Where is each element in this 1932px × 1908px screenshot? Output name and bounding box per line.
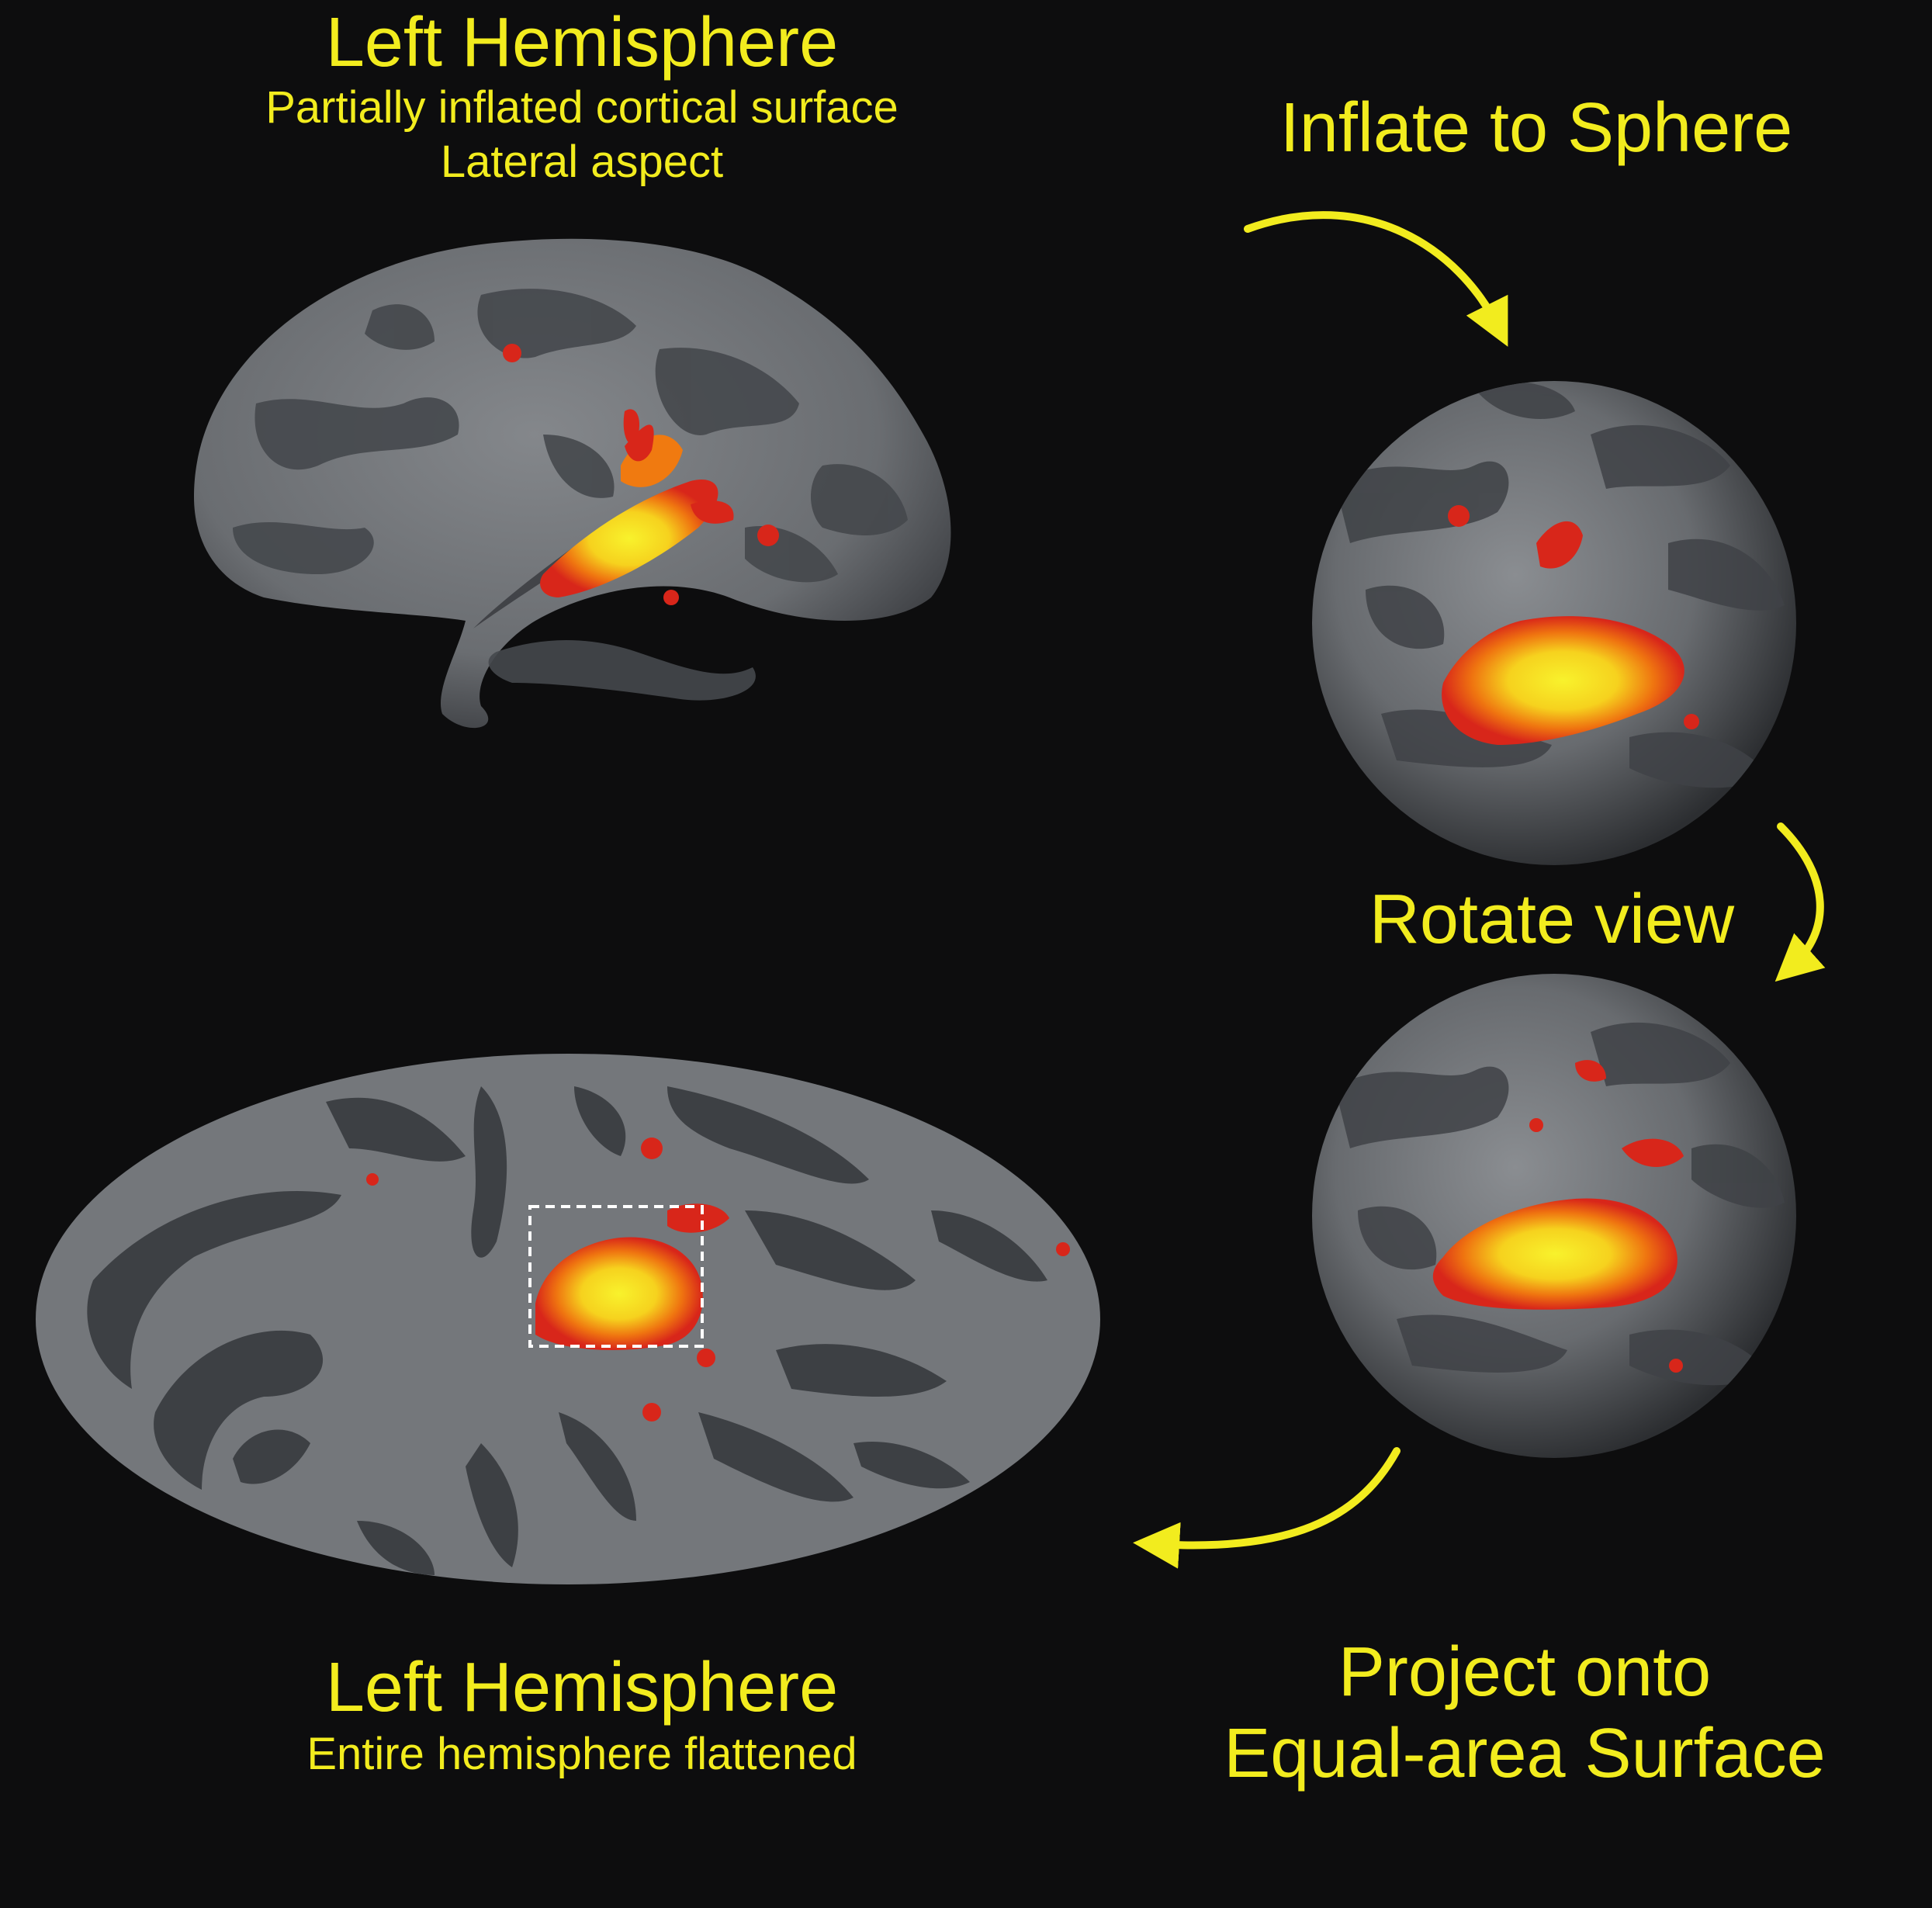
step-project-label-1: Project onto [1338,1633,1712,1711]
bottom-left-subtitle: Entire hemisphere flattened [306,1729,857,1779]
top-left-title: Left Hemisphere [325,4,839,81]
curved-arrow-icon [1774,822,1826,982]
curved-arrow-icon [1244,211,1508,347]
inflated-hemisphere [194,238,951,729]
top-left-subtitle-1: Partially inflated cortical surface [265,82,898,133]
roi-dashed-box [528,1205,704,1348]
sphere-rotated [1312,974,1796,1458]
bottom-left-title: Left Hemisphere [325,1649,839,1726]
flattened-hemisphere [36,1054,1100,1584]
sphere-inflated [1312,381,1796,865]
top-left-subtitle-2: Lateral aspect [440,137,724,187]
step-project-label-2: Equal-area Surface [1224,1715,1826,1792]
step-inflate-label: Inflate to Sphere [1279,89,1793,167]
step-rotate-label: Rotate view [1369,881,1735,958]
curved-arrow-icon [1133,1447,1401,1569]
